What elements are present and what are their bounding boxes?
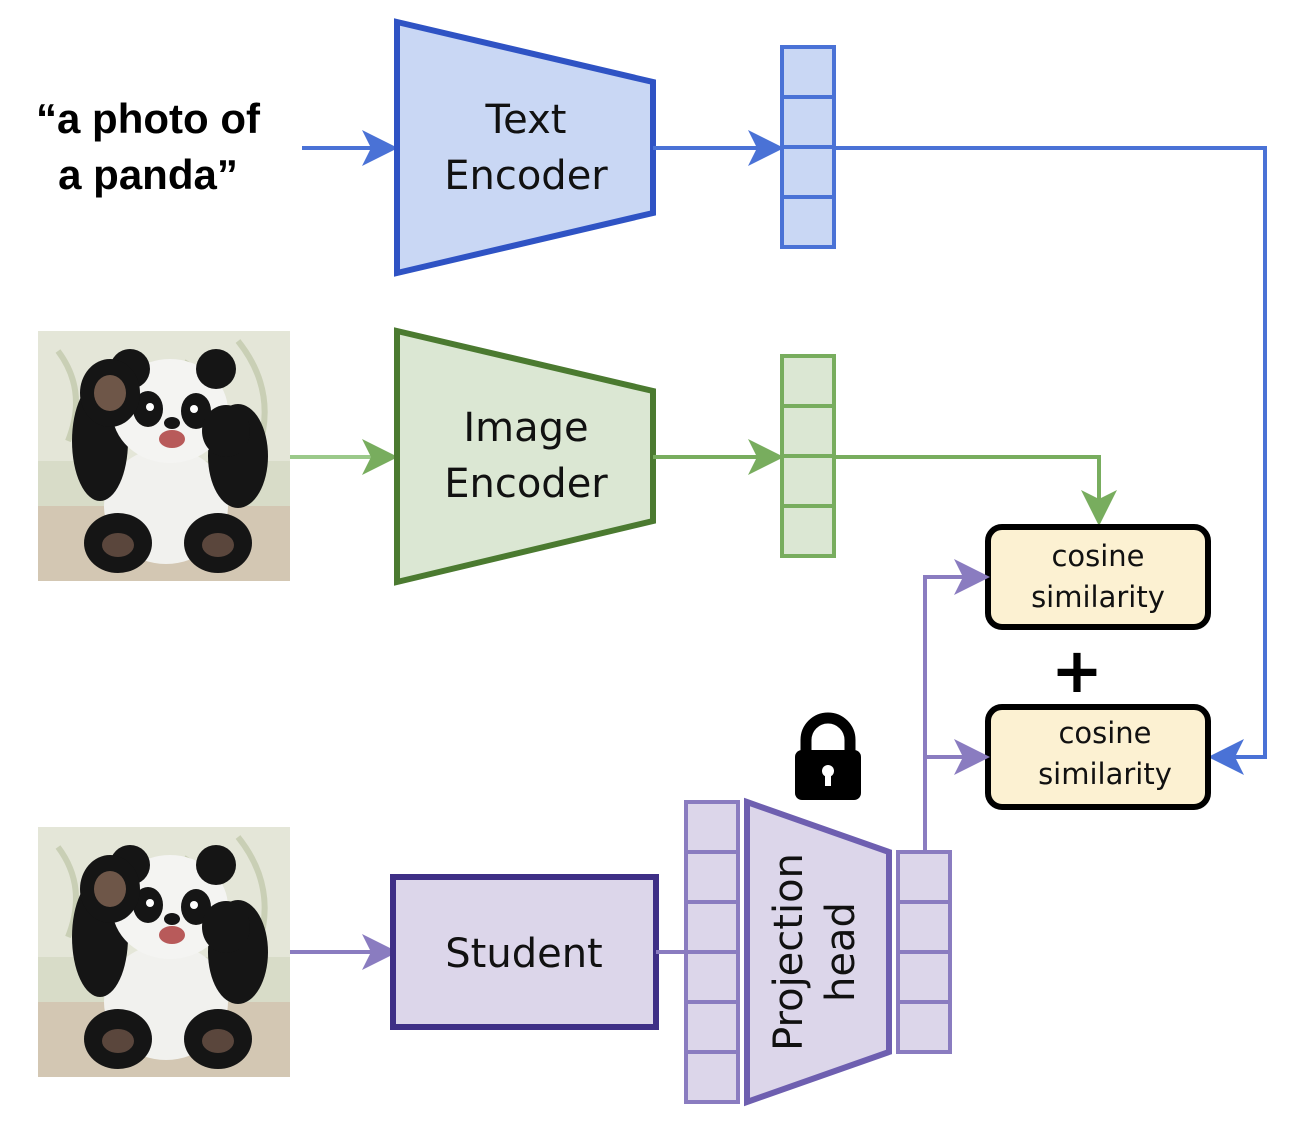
image-encoder-label-line2: Encoder	[444, 461, 608, 507]
student-label: Student	[445, 931, 602, 977]
cosine-similarity-top: cosine similarity	[985, 524, 1211, 630]
cosine-top-line2: similarity	[1031, 580, 1165, 614]
text-encoder: Text Encoder	[394, 18, 656, 277]
text-encoder-label-line1: Text	[485, 97, 567, 143]
lock-icon	[795, 712, 861, 800]
text-encoder-label-line2: Encoder	[444, 153, 608, 199]
student-box	[390, 874, 659, 1030]
student-model: Student	[390, 874, 659, 1030]
input-caption-line1: “a photo of	[36, 95, 261, 142]
input-caption-line2: a panda”	[58, 151, 238, 198]
image-encoder-shape	[394, 327, 656, 586]
projected-embedding-vector	[896, 850, 952, 1054]
image-encoder-label-line1: Image	[463, 405, 588, 451]
panda-image-bottom	[38, 827, 290, 1077]
projection-head-shape	[744, 797, 892, 1107]
cosine-bottom-line2: similarity	[1038, 757, 1172, 791]
input-caption: “a photo of a panda”	[36, 95, 261, 198]
projection-head: Projection head	[744, 797, 892, 1107]
panda-image-top	[38, 331, 290, 581]
cosine-top-line1: cosine	[1051, 539, 1144, 573]
text-embedding-vector	[780, 45, 836, 249]
image-embedding-vector	[780, 354, 836, 558]
image-encoder: Image Encoder	[394, 327, 656, 586]
image-embedding-to-cosine-arrow	[834, 455, 1117, 526]
plus-sign: +	[1051, 634, 1103, 707]
cosine-similarity-bottom: cosine similarity	[985, 704, 1211, 810]
text-embedding-to-cosine-arrow	[834, 146, 1267, 775]
projection-head-label-line1: Projection	[766, 853, 812, 1051]
cosine-bottom-line1: cosine	[1058, 716, 1151, 750]
student-feature-vector	[684, 800, 740, 1104]
projection-head-label-line2: head	[818, 902, 864, 1002]
projected-to-cosine-top-arrow	[923, 559, 990, 852]
text-encoder-shape	[394, 18, 656, 277]
